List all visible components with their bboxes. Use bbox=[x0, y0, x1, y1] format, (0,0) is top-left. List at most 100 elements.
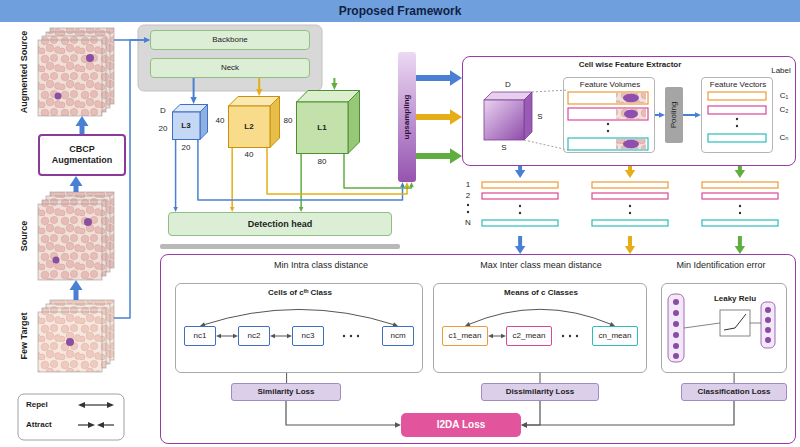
extractor-panel: Cell wise Feature ExtractorFeature Volum… bbox=[462, 56, 796, 166]
title-text: Proposed Framework bbox=[339, 4, 462, 18]
connector-line bbox=[274, 336, 289, 337]
node-label: L3 bbox=[181, 121, 190, 131]
connector bbox=[416, 70, 462, 86]
cell-node: nc2 bbox=[238, 326, 270, 346]
connector bbox=[683, 112, 701, 117]
loss-panel: Min Intra class distanceMax Inter class … bbox=[160, 254, 796, 444]
mean-node: c1_mean bbox=[442, 326, 488, 346]
node-label: Feature Vectors bbox=[710, 80, 766, 90]
upsampling-bar: upsampling bbox=[398, 52, 416, 182]
connector bbox=[76, 116, 89, 134]
connector bbox=[540, 373, 541, 383]
detection-head: Detection head bbox=[168, 212, 392, 236]
connector-line bbox=[220, 336, 235, 337]
node-label: Similarity Loss bbox=[258, 387, 315, 397]
head-shadow bbox=[160, 244, 400, 249]
arrow-head bbox=[515, 246, 525, 254]
node-label: Backbone bbox=[212, 35, 248, 45]
connector-line bbox=[416, 75, 454, 81]
node-label: Feature Volumes bbox=[580, 80, 640, 90]
arrow-head bbox=[400, 182, 405, 187]
node-label: Dissimilarity Loss bbox=[506, 387, 574, 397]
cell-node: ncm bbox=[382, 326, 414, 346]
connector bbox=[488, 334, 506, 339]
connector bbox=[70, 176, 83, 192]
column-header: Label bbox=[771, 66, 791, 76]
legend-text: Repel bbox=[26, 400, 48, 410]
feature-cube: L2 bbox=[228, 96, 280, 148]
connector bbox=[299, 154, 304, 212]
node-label: upsampling bbox=[402, 95, 412, 140]
feature-vectors: Feature Vectors bbox=[701, 77, 773, 153]
node-label: c2_mean bbox=[513, 331, 546, 341]
cell-node: nc3 bbox=[292, 326, 324, 346]
dimension-label: 80 bbox=[318, 157, 327, 167]
arrow-head bbox=[70, 280, 83, 290]
node-label: nc1 bbox=[194, 331, 207, 341]
dimension-label: S bbox=[537, 112, 542, 122]
dimension-label: 20 bbox=[182, 143, 191, 153]
node-label: L2 bbox=[244, 122, 253, 132]
node-label: c1_mean bbox=[449, 331, 482, 341]
connector-line bbox=[193, 78, 195, 99]
connector bbox=[286, 401, 401, 428]
connector bbox=[416, 109, 462, 125]
connector bbox=[200, 309, 398, 326]
node-label: Classification Loss bbox=[698, 387, 771, 397]
connector-line bbox=[175, 140, 177, 209]
index-label: 1 bbox=[466, 180, 470, 190]
connector-line bbox=[540, 373, 541, 383]
node-label: Leaky Relu bbox=[714, 294, 756, 304]
connector bbox=[216, 334, 238, 339]
feature-vector-bars bbox=[708, 92, 766, 142]
class-label: Cₙ bbox=[780, 133, 789, 143]
node-label: nc2 bbox=[248, 331, 261, 341]
connector bbox=[256, 78, 262, 96]
arrow-head bbox=[76, 116, 89, 126]
legend-box bbox=[18, 394, 124, 440]
connector bbox=[270, 334, 292, 339]
arrow-head bbox=[409, 182, 414, 187]
arrow-head bbox=[70, 176, 83, 186]
classifier-box: Leaky Relu bbox=[661, 283, 787, 373]
node-label: ncm bbox=[390, 331, 405, 341]
connector-line bbox=[525, 401, 540, 425]
connector-line bbox=[683, 114, 697, 116]
cube-shape bbox=[296, 90, 360, 154]
index-label: N bbox=[465, 218, 471, 228]
target-image-stack bbox=[38, 300, 114, 372]
dimension-label: D bbox=[505, 80, 511, 90]
connector-line bbox=[286, 401, 397, 425]
connector bbox=[655, 112, 665, 117]
node-label: Source bbox=[19, 221, 30, 252]
connector-line bbox=[468, 309, 612, 324]
arrow-head bbox=[450, 70, 462, 86]
connector-line bbox=[203, 309, 394, 324]
vector-stacks bbox=[467, 182, 778, 226]
connector bbox=[286, 373, 287, 383]
backbone-container bbox=[138, 25, 322, 91]
connector-line bbox=[114, 40, 146, 318]
arrow-head bbox=[331, 83, 337, 90]
arrow-head bbox=[488, 334, 493, 339]
node-label: cn_mean bbox=[599, 331, 632, 341]
augmented-image-stack bbox=[38, 28, 114, 116]
feature-volumes: Feature Volumes bbox=[563, 77, 655, 153]
arrow-head bbox=[216, 334, 221, 339]
connector-line bbox=[416, 114, 454, 120]
module-box: Backbone bbox=[150, 30, 310, 50]
node-label: L1 bbox=[317, 123, 326, 133]
arrow-head bbox=[270, 334, 275, 339]
node-label: Cell wise Feature Extractor bbox=[579, 60, 682, 70]
node-label: nc3 bbox=[302, 331, 315, 341]
node-label: Neck bbox=[221, 63, 239, 73]
cell-node: nc1 bbox=[184, 326, 216, 346]
connector bbox=[735, 166, 745, 254]
connector bbox=[465, 309, 615, 326]
image-stack: Few Target bbox=[38, 300, 114, 372]
arrow-head bbox=[735, 170, 745, 178]
connector-line bbox=[286, 373, 287, 383]
mean-node: cn_mean bbox=[592, 326, 638, 346]
arrow-head bbox=[190, 97, 196, 104]
dimension-label: S bbox=[501, 143, 506, 153]
